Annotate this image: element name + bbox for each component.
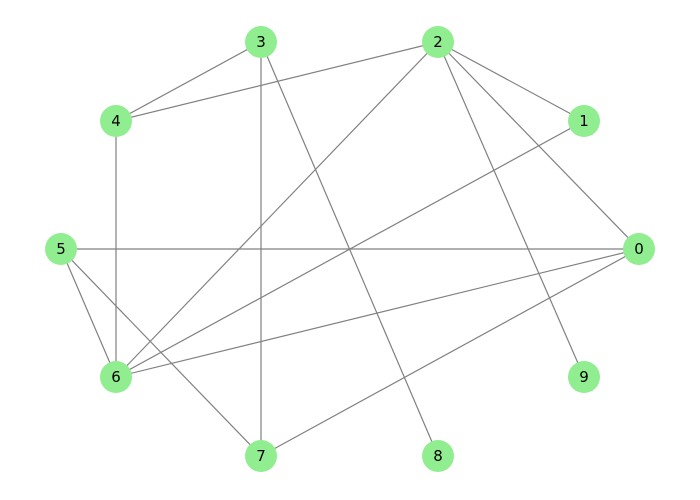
edge-3-4 (115, 41, 262, 122)
node-circle (245, 440, 277, 472)
node-label: 8 (433, 447, 443, 465)
nodes-layer: 0 1 2 3 4 5 6 7 8 9 (45, 26, 655, 472)
node-circle (45, 233, 77, 265)
edge-2-1 (437, 41, 585, 122)
node-circle (245, 26, 277, 58)
node-circle (568, 105, 600, 137)
node-label: 4 (111, 112, 121, 130)
node-circle (568, 361, 600, 393)
node-0: 0 (623, 233, 655, 265)
node-circle (623, 233, 655, 265)
node-label: 3 (256, 33, 266, 51)
node-label: 2 (433, 33, 443, 51)
node-label: 5 (56, 240, 66, 258)
node-2: 2 (422, 26, 454, 58)
node-6: 6 (100, 361, 132, 393)
node-label: 7 (256, 447, 266, 465)
node-3: 3 (245, 26, 277, 58)
node-circle (100, 105, 132, 137)
node-1: 1 (568, 105, 600, 137)
edge-0-7 (260, 248, 640, 457)
node-label: 6 (111, 368, 121, 386)
edge-5-6 (60, 248, 117, 378)
node-8: 8 (422, 440, 454, 472)
node-4: 4 (100, 105, 132, 137)
node-5: 5 (45, 233, 77, 265)
edge-2-4 (115, 41, 439, 122)
edges-layer (60, 41, 640, 457)
edge-2-6 (115, 41, 439, 378)
edge-0-6 (115, 248, 640, 378)
edge-2-9 (437, 41, 585, 378)
node-9: 9 (568, 361, 600, 393)
node-7: 7 (245, 440, 277, 472)
node-circle (422, 440, 454, 472)
edge-5-7 (60, 248, 262, 457)
node-label: 0 (634, 240, 644, 258)
node-label: 9 (579, 368, 589, 386)
node-circle (100, 361, 132, 393)
node-circle (422, 26, 454, 58)
node-label: 1 (579, 112, 589, 130)
